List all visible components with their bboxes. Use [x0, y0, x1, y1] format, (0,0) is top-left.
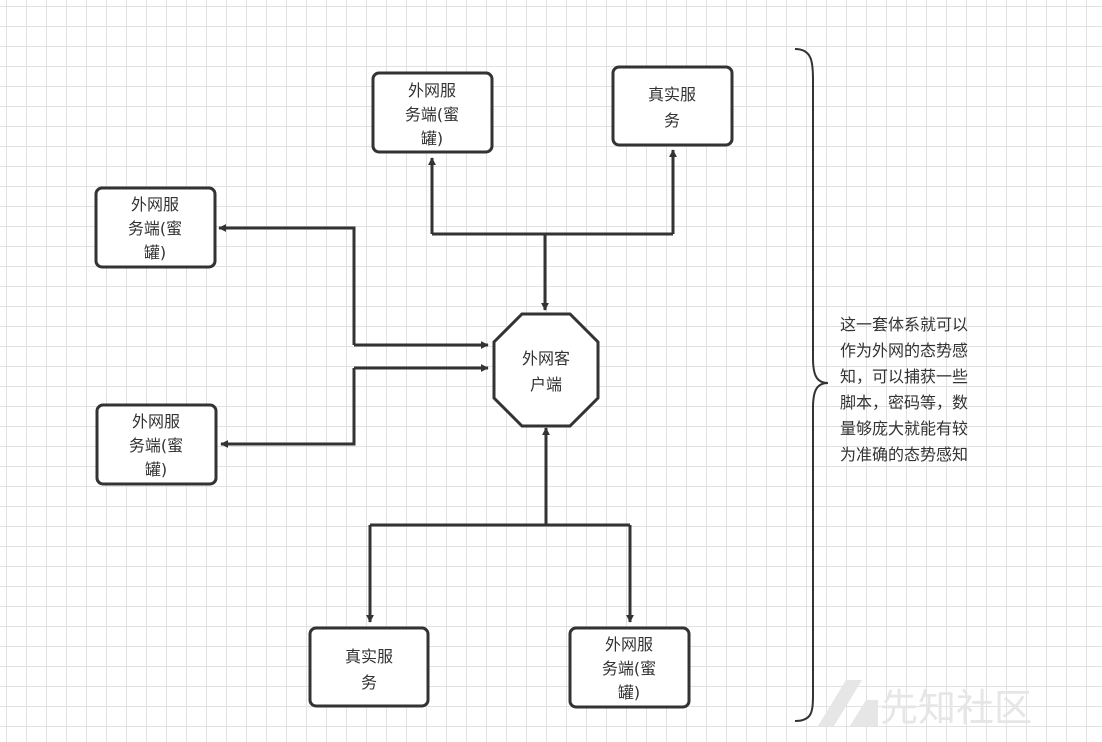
arrow-to-honeypot-left-lower [220, 368, 356, 448]
note-line: 作为外网的态势感 [840, 341, 968, 360]
node-label-line: 务端(蜜 [602, 659, 656, 678]
annotation-note: 这一套体系就可以 作为外网的态势感 知，可以捕获一些 脚本，密码等，数 量够庞大… [840, 315, 968, 464]
node-label-line: 外网服 [132, 412, 180, 431]
node-label-line: 罐) [145, 460, 167, 479]
node-label-line: 外网服 [131, 195, 179, 214]
note-line: 脚本，密码等，数 [840, 393, 968, 412]
note-line: 为准确的态势感知 [840, 445, 968, 464]
node-client: 外网客 户端 [492, 312, 600, 428]
node-label-line: 罐) [421, 129, 443, 148]
node-honeypot-bottom: 外网服 务端(蜜 罐) [568, 626, 691, 709]
node-label-line: 务端(蜜 [128, 219, 182, 238]
watermark-logo-icon [818, 680, 878, 726]
node-honeypot-top: 外网服 务端(蜜 罐) [371, 71, 494, 154]
node-label-line: 外网服 [408, 81, 456, 100]
node-label-line: 务 [664, 111, 680, 130]
connectors [218, 149, 677, 623]
arrow-to-honeypot-left-upper [218, 224, 356, 345]
node-real-top: 真实服 务 [611, 65, 734, 147]
node-label-line: 务端(蜜 [129, 436, 183, 455]
node-honeypot-left-lower: 外网服 务端(蜜 罐) [95, 403, 218, 486]
note-line: 量够庞大就能有较 [840, 419, 968, 438]
note-line: 这一套体系就可以 [840, 315, 968, 334]
note-line: 知，可以捕获一些 [840, 367, 968, 386]
node-label-line: 罐) [618, 683, 640, 702]
node-honeypot-left-upper: 外网服 务端(蜜 罐) [94, 186, 217, 269]
node-label-line: 外网服 [605, 635, 653, 654]
node-label-line: 真实服 [345, 647, 393, 666]
node-label-line: 真实服 [648, 85, 696, 104]
node-label-line: 务端(蜜 [405, 105, 459, 124]
node-label-line: 务 [361, 673, 377, 692]
node-label-line: 外网客 [522, 349, 570, 368]
node-label-line: 罐) [144, 243, 166, 262]
node-label-line: 户端 [530, 375, 562, 394]
node-real-bottom: 真实服 务 [308, 626, 430, 708]
watermark-text: 先知社区 [880, 686, 1032, 730]
watermark: 先知社区 [818, 680, 1032, 730]
curly-brace [794, 48, 829, 722]
